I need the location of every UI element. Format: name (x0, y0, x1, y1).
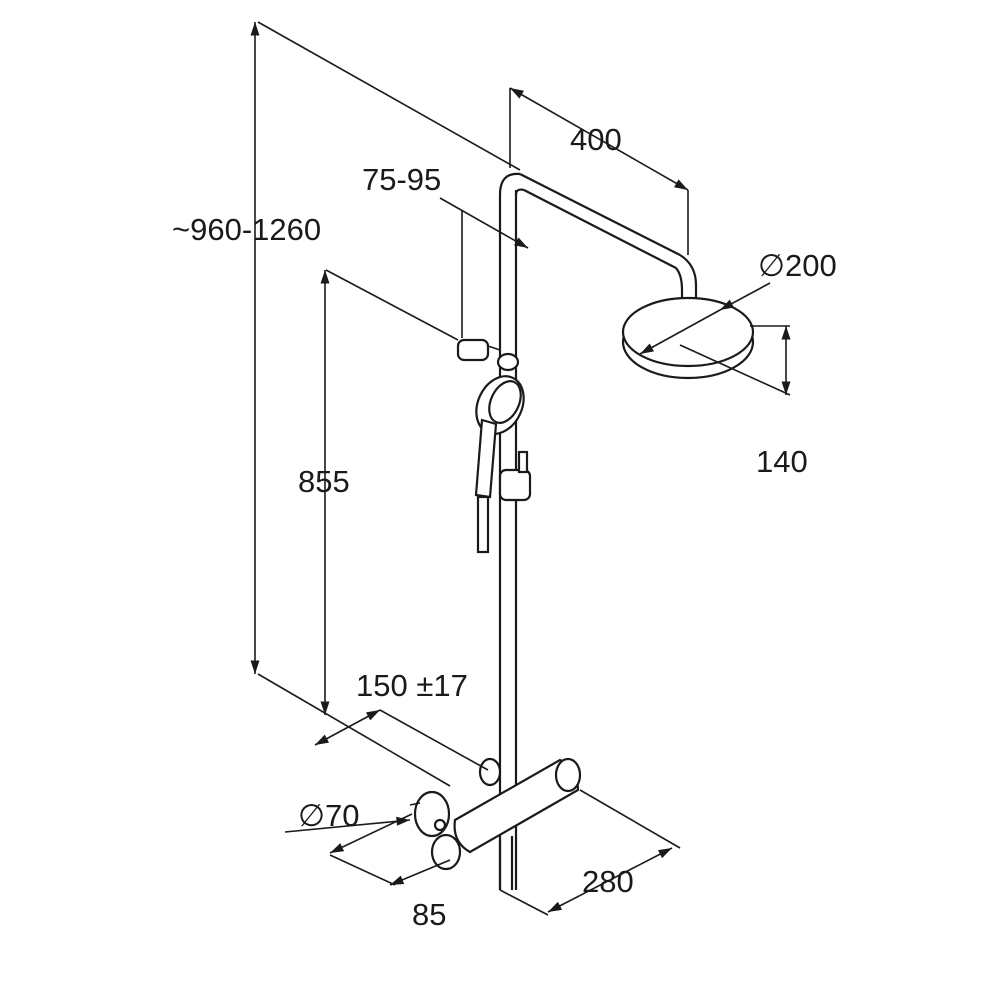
holder-block (456, 338, 490, 362)
hand-shower-tail (476, 495, 490, 554)
mixer-right-cap (554, 757, 582, 793)
dimension-arm-length (509, 87, 689, 255)
label-head-diameter: ∅200 (758, 248, 837, 283)
dimension-head-height (679, 325, 791, 396)
dimension-mixer-diameter (284, 802, 421, 833)
dimension-wall-offset (329, 813, 451, 886)
hand-shower-handle (474, 418, 498, 499)
dimension-holder-range (439, 197, 529, 338)
label-holder-height: 855 (298, 464, 350, 499)
label-mixer-width: 280 (582, 864, 634, 899)
label-total-height: ~960-1260 (172, 212, 321, 247)
wall-mount (478, 757, 502, 787)
label-wall-offset: 85 (412, 897, 446, 932)
pipe-bend (498, 172, 525, 196)
dimension-head-diameter (639, 282, 771, 355)
hand-shower (456, 338, 532, 554)
thermostatic-mixer (413, 757, 582, 890)
label-head-height: 140 (756, 444, 808, 479)
riser-pipe (498, 190, 518, 890)
label-mixer-diameter: ∅70 (298, 798, 360, 833)
dimension-mixer-width (499, 789, 681, 916)
head-diameter-value: 200 (785, 248, 837, 283)
rain-shower-head (621, 296, 755, 380)
label-arm-length: 400 (570, 122, 622, 157)
mixer-temperature-handle (430, 833, 462, 871)
diameter-symbol: ∅ (298, 798, 325, 833)
label-inlet-spacing: 150 ±17 (356, 668, 468, 703)
dimension-holder-height (320, 269, 459, 715)
arm-drop (675, 254, 698, 318)
label-holder-range: 75-95 (362, 162, 441, 197)
dimension-inlet-spacing (314, 709, 489, 771)
slide-bracket (498, 468, 532, 502)
mixer-diameter-value: 70 (325, 798, 359, 833)
bracket-knob (517, 450, 529, 474)
diameter-symbol: ∅ (758, 248, 785, 283)
overhead-arm (519, 173, 681, 269)
